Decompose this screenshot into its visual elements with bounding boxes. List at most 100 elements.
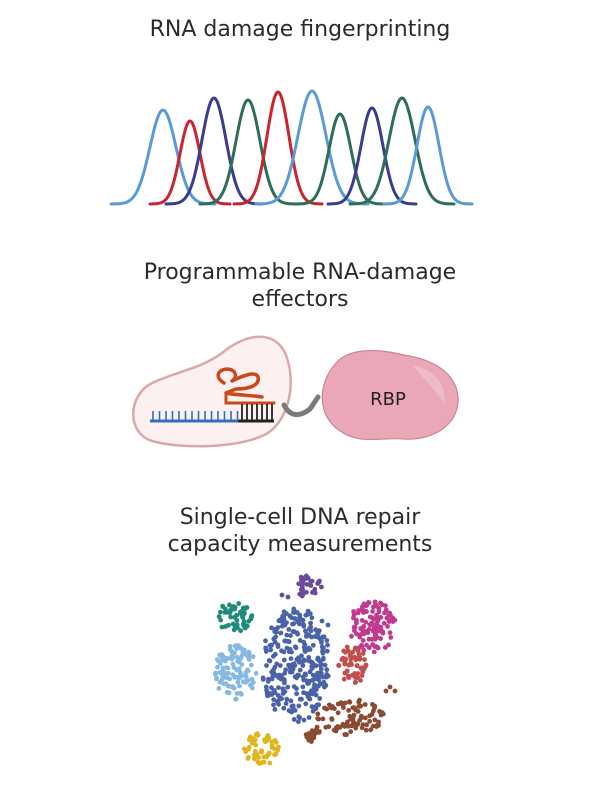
cell-point-royal-blue	[291, 661, 297, 667]
cell-point-royal-blue	[282, 638, 288, 644]
cell-point-light-blue	[230, 655, 236, 660]
cell-point-royal-blue	[311, 685, 317, 691]
cell-point-brown	[392, 688, 398, 694]
cell-point-magenta	[384, 615, 390, 621]
peak-4	[198, 98, 298, 206]
cell-point-royal-blue	[292, 616, 298, 621]
linker	[281, 394, 321, 417]
cell-point-light-blue	[245, 668, 251, 674]
cell-point-royal-blue	[272, 688, 277, 693]
cell-point-royal-blue	[296, 719, 301, 725]
cell-point-royal-blue	[315, 655, 321, 661]
cell-point-royal-blue	[272, 707, 278, 712]
cell-point-brown	[335, 710, 341, 716]
cell-point-royal-blue	[304, 633, 310, 639]
cell-point-magenta	[373, 632, 379, 638]
cell-point-brown	[370, 723, 376, 729]
cell-point-royal-blue	[301, 622, 306, 627]
cell-point-yellow	[251, 753, 257, 759]
cell-point-royal-blue	[293, 644, 298, 650]
cell-point-magenta	[376, 609, 382, 615]
cell-point-magenta	[359, 618, 365, 623]
cell-point-royal-blue	[307, 678, 312, 684]
cell-point-royal-blue	[277, 663, 283, 668]
cell-point-yellow	[258, 749, 264, 755]
cell-point-royal-blue	[319, 618, 325, 624]
cell-point-royal-blue	[294, 686, 299, 691]
cell-point-magenta	[358, 626, 364, 631]
cell-point-royal-blue	[318, 662, 323, 668]
cell-point-royal-blue	[296, 703, 302, 709]
cell-point-light-blue	[235, 658, 241, 664]
cell-point-light-blue	[237, 645, 243, 651]
cell-point-red	[362, 657, 367, 662]
cell-point-light-blue	[214, 657, 220, 662]
cell-point-yellow	[266, 750, 272, 756]
cell-point-brown	[324, 706, 330, 712]
cell-point-magenta	[387, 610, 392, 616]
cell-point-royal-blue	[297, 638, 303, 643]
guide-rna-spacer	[224, 391, 276, 405]
cell-point-red	[343, 649, 348, 655]
cell-point-magenta	[366, 600, 372, 605]
cell-point-royal-blue	[307, 669, 313, 675]
cell-point-royal-blue	[322, 662, 328, 668]
cell-point-brown	[363, 727, 369, 733]
cell-point-brown	[339, 701, 345, 707]
cell-point-royal-blue	[280, 691, 286, 696]
cell-point-purple	[309, 578, 315, 584]
cell-point-magenta	[385, 624, 390, 629]
cell-point-royal-blue	[313, 627, 318, 633]
cell-point-magenta	[376, 615, 381, 621]
title-effectors-text: Programmable RNA-damage effectors	[143, 260, 457, 312]
cell-point-teal	[241, 607, 247, 613]
cell-point-light-blue	[246, 657, 252, 662]
cell-point-royal-blue	[281, 705, 287, 711]
cell-point-brown	[308, 732, 314, 738]
cell-point-light-blue	[253, 670, 259, 676]
effector-illustration: RBP	[132, 335, 459, 448]
cell-point-yellow	[269, 743, 275, 748]
cell-point-magenta	[367, 622, 373, 628]
peak-6	[254, 89, 370, 206]
cell-point-brown	[332, 706, 337, 711]
cell-point-teal	[228, 614, 234, 620]
cell-point-light-blue	[237, 670, 243, 676]
cell-point-red	[357, 656, 363, 662]
cell-point-magenta	[386, 619, 392, 624]
cell-point-brown	[306, 737, 312, 743]
cell-point-light-blue	[237, 683, 242, 689]
cell-point-royal-blue	[263, 684, 269, 690]
cell-point-royal-blue	[291, 706, 296, 712]
cell-point-royal-blue	[267, 658, 273, 664]
cell-point-royal-blue	[300, 659, 305, 664]
cell-point-magenta	[383, 603, 388, 608]
cell-point-purple	[319, 584, 324, 590]
cell-point-magenta	[355, 610, 361, 616]
cell-point-brown	[355, 709, 361, 714]
cell-point-royal-blue	[286, 708, 292, 713]
cell-point-light-blue	[250, 654, 256, 660]
cell-point-royal-blue	[292, 674, 298, 680]
guide-base-pairs	[241, 404, 273, 420]
cell-point-royal-blue	[301, 717, 307, 723]
cell-point-magenta	[366, 626, 372, 632]
cell-point-royal-blue	[300, 684, 306, 690]
cell-point-teal	[220, 604, 226, 609]
cell-point-royal-blue	[303, 701, 309, 707]
cell-point-light-blue	[232, 650, 237, 656]
cell-point-magenta	[386, 642, 391, 648]
cell-point-brown	[335, 701, 341, 707]
cell-point-royal-blue	[271, 670, 277, 676]
cell-point-royal-blue	[294, 691, 299, 697]
cell-point-teal	[236, 601, 242, 606]
cell-point-magenta	[388, 635, 394, 640]
cell-point-brown	[337, 724, 343, 730]
cell-point-purple	[298, 574, 304, 580]
effector-blob	[132, 335, 292, 448]
cell-point-royal-blue	[306, 645, 312, 651]
cell-point-royal-blue	[276, 701, 281, 707]
cell-point-teal	[246, 618, 252, 624]
cell-point-royal-blue	[291, 621, 297, 627]
cell-point-magenta	[372, 644, 378, 649]
